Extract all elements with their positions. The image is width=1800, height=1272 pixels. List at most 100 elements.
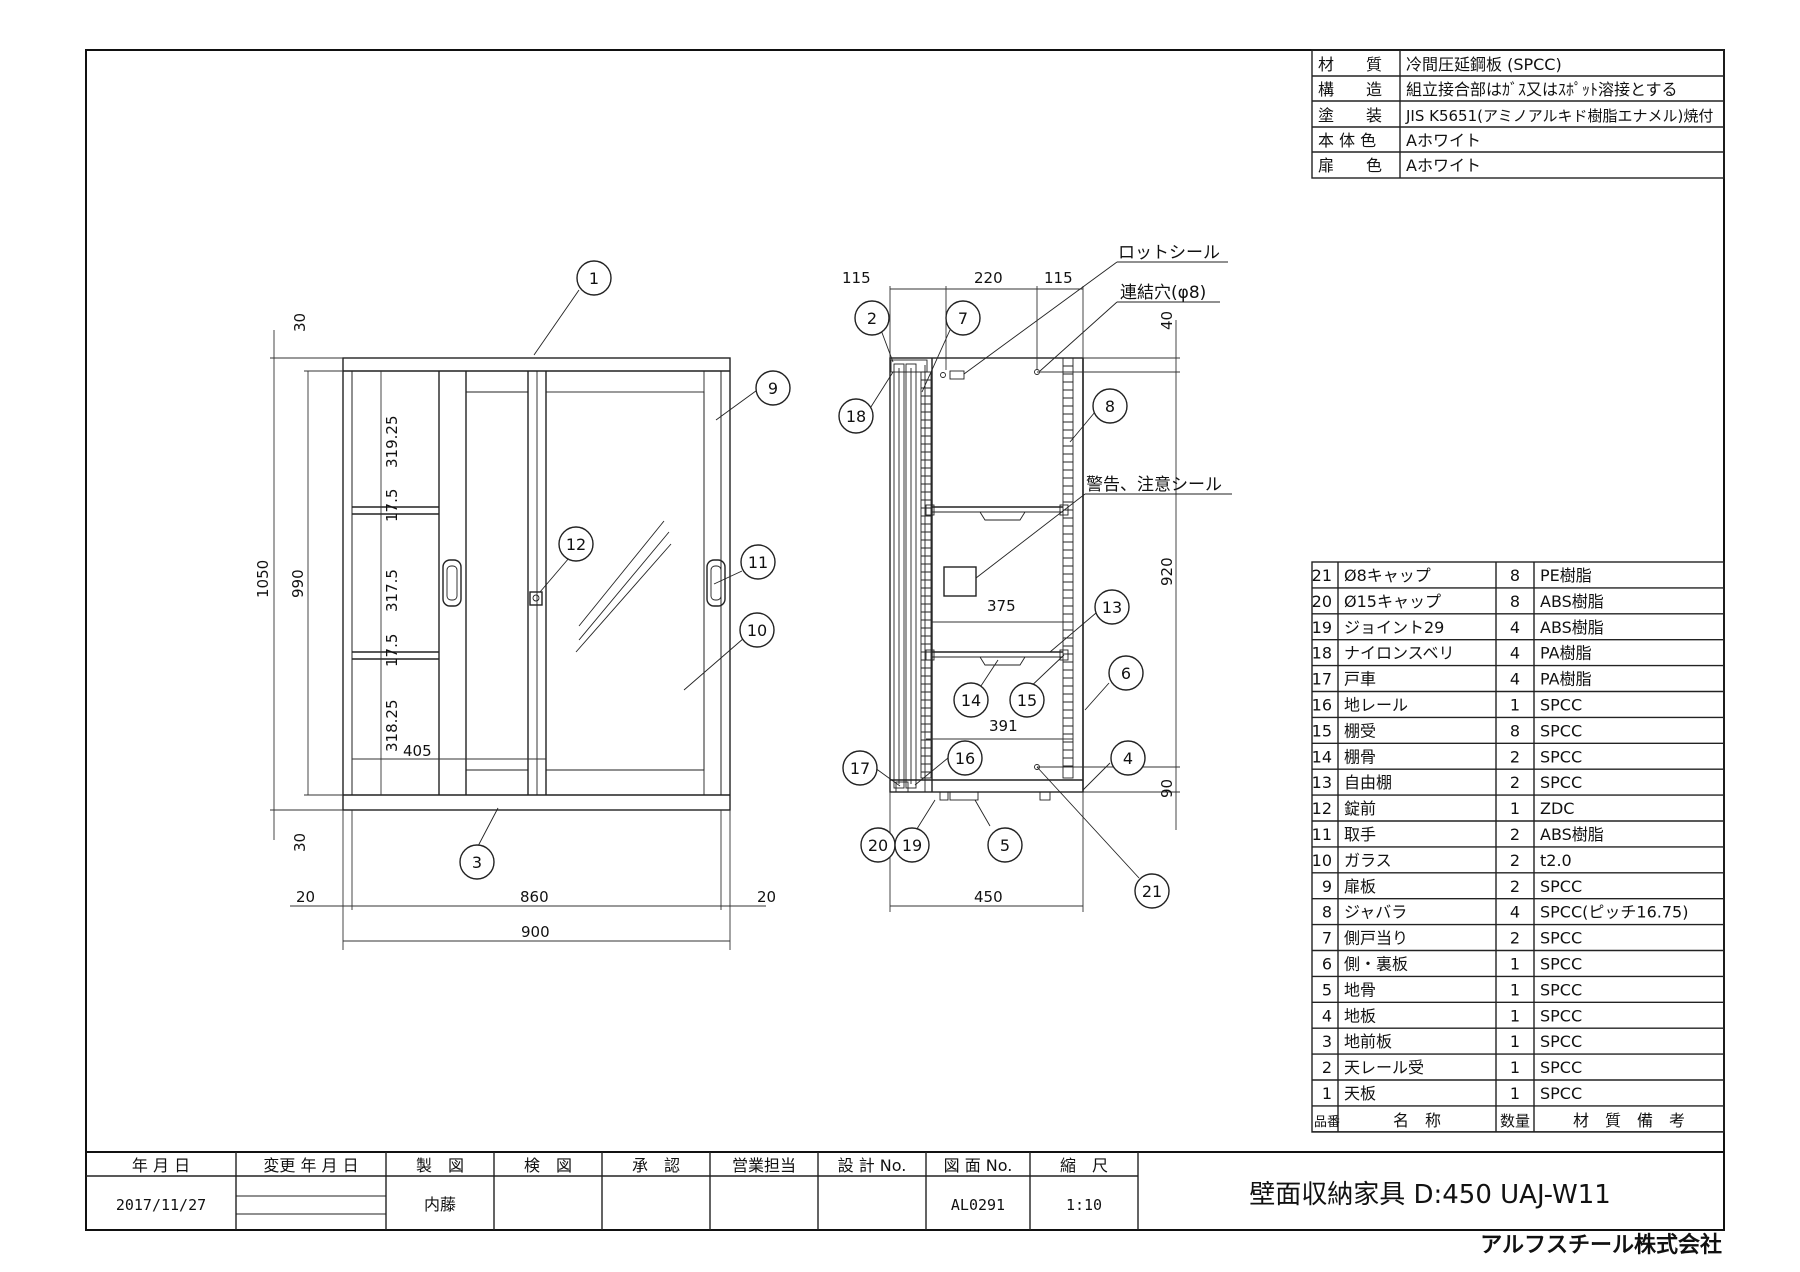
part-row-material: ZDC xyxy=(1540,799,1574,818)
part-row-no: 18 xyxy=(1312,644,1332,663)
balloon-9 xyxy=(755,370,791,406)
tb-header-approved: 承 認 xyxy=(632,1156,680,1175)
balloon-4-label: 4 xyxy=(1123,749,1133,768)
dim-side-115a: 115 xyxy=(842,269,871,287)
part-row-no: 8 xyxy=(1322,903,1332,922)
tb-header-drawing-no: 図 面 No. xyxy=(944,1156,1013,1175)
balloon-7 xyxy=(945,300,981,336)
dim-left-20: 20 xyxy=(296,888,315,906)
spec-value-material: 冷間圧延鋼板 (SPCC) xyxy=(1406,55,1562,74)
part-row-qty: 2 xyxy=(1510,747,1520,766)
part-row-name: 天板 xyxy=(1344,1084,1376,1103)
part-row-qty: 1 xyxy=(1510,1032,1520,1051)
balloon-5-label: 5 xyxy=(1000,836,1010,855)
glass-hatch xyxy=(578,520,665,627)
part-row-name: 棚受 xyxy=(1344,721,1376,740)
spec-label-structure: 構 造 xyxy=(1318,80,1382,99)
part-row-no: 1 xyxy=(1322,1084,1332,1103)
part-row-qty: 1 xyxy=(1510,955,1520,974)
part-row-no: 20 xyxy=(1312,592,1332,611)
front-view: 30 1050 990 30 319.25 17.5 317.5 17.5 31… xyxy=(254,260,791,950)
balloon-16-label: 16 xyxy=(955,749,975,768)
part-row-qty: 1 xyxy=(1510,1084,1520,1103)
part-row-material: SPCC xyxy=(1540,1006,1582,1025)
balloon-19-label: 19 xyxy=(902,836,922,855)
part-row-name: 棚骨 xyxy=(1344,747,1376,766)
dim-overall-height: 1050 xyxy=(254,560,272,598)
part-row-name: 地前板 xyxy=(1344,1032,1392,1051)
dim-inner-width: 860 xyxy=(520,888,549,906)
part-row-name: 扉板 xyxy=(1344,877,1376,896)
part-row-qty: 1 xyxy=(1510,980,1520,999)
part-row-qty: 4 xyxy=(1510,644,1520,663)
jabara-front xyxy=(920,371,932,779)
balloon-3 xyxy=(459,844,495,880)
part-row-qty: 4 xyxy=(1510,670,1520,689)
part-row-qty: 4 xyxy=(1510,903,1520,922)
side-cabinet-outline xyxy=(889,357,1084,793)
part-row-material: SPCC xyxy=(1540,980,1582,999)
side-view: 115 220 115 40 920 90 375 391 450 ロットシール… xyxy=(838,243,1232,912)
part-row-material: SPCC xyxy=(1540,929,1582,948)
balloon-11 xyxy=(740,544,776,580)
part-row-no: 12 xyxy=(1312,799,1332,818)
part-row-qty: 8 xyxy=(1510,566,1520,585)
tb-header-date: 年 月 日 xyxy=(132,1156,190,1175)
dim-inner-height: 990 xyxy=(289,569,307,598)
part-row-qty: 2 xyxy=(1510,929,1520,948)
part-row-name: ジャバラ xyxy=(1344,903,1407,922)
part-row-no: 17 xyxy=(1312,670,1332,689)
balloon-17-label: 17 xyxy=(850,759,870,778)
tb-date: 2017/11/27 xyxy=(116,1196,206,1214)
part-row-no: 4 xyxy=(1322,1006,1332,1025)
balloon-21-label: 21 xyxy=(1142,882,1162,901)
part-row-name: 錠前 xyxy=(1344,799,1376,818)
jabara-rear xyxy=(1062,357,1074,779)
part-row-name: ガラス xyxy=(1344,851,1392,870)
balloon-21 xyxy=(1134,873,1170,909)
balloon-12-label: 12 xyxy=(566,535,586,554)
left-handle xyxy=(442,559,462,607)
dim-side-375: 375 xyxy=(987,597,1016,615)
balloon-19 xyxy=(894,827,930,863)
dim-side-90: 90 xyxy=(1158,779,1176,798)
tb-header-scale: 縮 尺 xyxy=(1060,1156,1108,1175)
warning-seal xyxy=(943,566,977,597)
spec-value-coating: JIS K5651(アミノアルキド樹脂エナメル)焼付 xyxy=(1405,107,1713,125)
part-row-no: 19 xyxy=(1312,618,1332,637)
part-row-no: 2 xyxy=(1322,1058,1332,1077)
part-row-material: ABS樹脂 xyxy=(1540,618,1604,637)
part-row-qty: 2 xyxy=(1510,851,1520,870)
balloon-12 xyxy=(558,526,594,562)
part-row-material: SPCC xyxy=(1540,747,1582,766)
dim-top-30: 30 xyxy=(291,313,309,332)
parts-header-qty: 数量 xyxy=(1500,1112,1530,1130)
balloon-15-label: 15 xyxy=(1017,691,1037,710)
tb-scale: 1:10 xyxy=(1066,1196,1102,1214)
part-row-name: 地骨 xyxy=(1344,980,1376,999)
balloon-5 xyxy=(987,827,1023,863)
part-row-qty: 2 xyxy=(1510,877,1520,896)
part-row-material: SPCC(ピッチ16.75) xyxy=(1540,903,1688,922)
part-row-qty: 1 xyxy=(1510,1058,1520,1077)
dim-overall-width: 900 xyxy=(521,923,550,941)
balloon-18 xyxy=(838,398,874,434)
part-row-name: ナイロンスベリ xyxy=(1344,644,1455,663)
part-row-material: ABS樹脂 xyxy=(1540,825,1604,844)
balloon-7-label: 7 xyxy=(958,309,968,328)
spec-label-material: 材 質 xyxy=(1318,55,1382,74)
balloon-6 xyxy=(1108,655,1144,691)
part-row-qty: 4 xyxy=(1510,618,1520,637)
balloon-2 xyxy=(854,300,890,336)
balloon-2-label: 2 xyxy=(867,309,877,328)
dim-side-40: 40 xyxy=(1158,311,1176,330)
dim-section-5: 318.25 xyxy=(383,700,401,753)
dim-side-920: 920 xyxy=(1158,557,1176,586)
part-row-no: 6 xyxy=(1322,955,1332,974)
spec-label-body-color: 本 体 色 xyxy=(1318,131,1376,150)
dim-section-1: 319.25 xyxy=(383,416,401,469)
part-row-name: 戸車 xyxy=(1344,670,1376,689)
dim-side-115b: 115 xyxy=(1044,269,1073,287)
balloon-1-label: 1 xyxy=(589,269,599,288)
